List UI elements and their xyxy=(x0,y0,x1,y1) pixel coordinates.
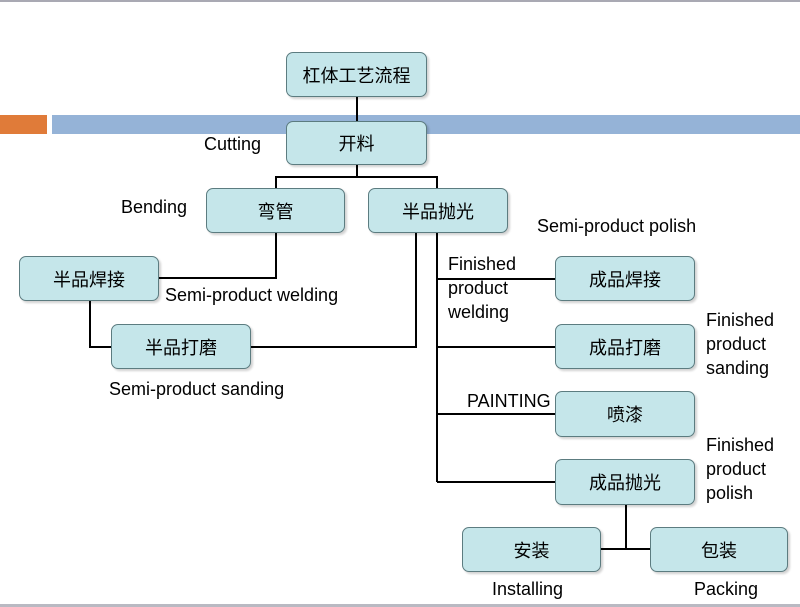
installing-node: 安装 xyxy=(462,527,601,572)
finished-sanding-label-line-2: product xyxy=(706,334,767,354)
painting-node: 喷漆 xyxy=(555,391,695,437)
line-cutting-split xyxy=(275,165,438,188)
finished-welding-node: 成品焊接 xyxy=(555,256,695,301)
line-bending-to-semi-welding xyxy=(159,233,277,279)
semi-polish-node: 半品抛光 xyxy=(368,188,508,233)
finished-sanding-label-line-3: sanding xyxy=(706,358,770,378)
finished-polish-label-line-3: polish xyxy=(706,483,754,503)
accent-bar-orange xyxy=(0,115,47,134)
finished-polish-label-line-1: Finished xyxy=(706,435,775,455)
painting-label: PAINTING xyxy=(467,391,551,411)
finished-welding-label-line-1: Finished xyxy=(448,254,517,274)
finished-sanding-label-line-1: Finished xyxy=(706,310,775,330)
cutting-node: 开料 xyxy=(286,121,427,165)
finished-sanding-node: 成品打磨 xyxy=(555,324,695,369)
semi-sanding-label: Semi-product sanding xyxy=(109,379,285,399)
semi-sanding-node: 半品打磨 xyxy=(111,324,251,369)
finished-welding-label-line-2: product xyxy=(448,278,509,298)
line-semi-polish-to-semi-sanding xyxy=(251,233,417,348)
line-polish-to-install-pack xyxy=(601,505,650,550)
cutting-label: Cutting xyxy=(204,134,262,154)
semi-welding-node: 半品焊接 xyxy=(19,256,159,301)
process-title-node: 杠体工艺流程 xyxy=(286,52,427,97)
packing-node: 包装 xyxy=(650,527,788,572)
bending-label: Bending xyxy=(121,197,188,217)
finished-polish-label-line-2: product xyxy=(706,459,767,479)
bottom-border xyxy=(0,604,800,607)
packing-label: Packing xyxy=(694,579,759,599)
line-semi-welding-to-semi-sanding xyxy=(89,301,111,348)
finished-polish-node: 成品抛光 xyxy=(555,459,695,505)
finished-welding-label-line-3: welding xyxy=(448,302,510,322)
semi-welding-label: Semi-product welding xyxy=(165,285,339,305)
installing-label: Installing xyxy=(492,579,564,599)
bending-node: 弯管 xyxy=(206,188,345,233)
semi-polish-label: Semi-product polish xyxy=(537,216,697,236)
top-border xyxy=(0,0,800,2)
